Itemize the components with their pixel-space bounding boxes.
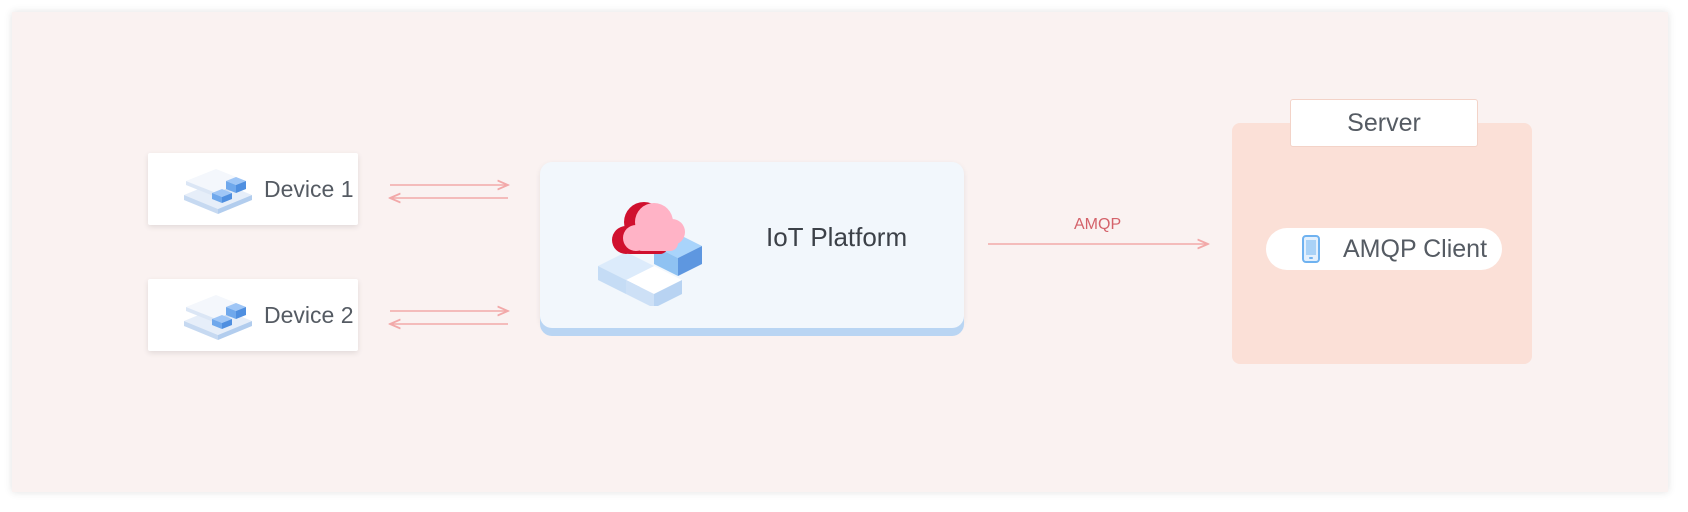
- device-2-label: Device 2: [264, 302, 354, 328]
- server-title: Server: [1290, 99, 1478, 147]
- amqp-client-pill: AMQP Client: [1266, 228, 1502, 270]
- device-stack-icon: [184, 169, 252, 214]
- amqp-connection-label: AMQP: [1074, 216, 1122, 233]
- device-2-box: Device 2: [148, 279, 358, 351]
- device-1-box: Device 1: [148, 153, 358, 225]
- cloud-platform-icon: [598, 202, 702, 306]
- device-1-label: Device 1: [264, 176, 354, 202]
- device-stack-icon: [184, 295, 252, 340]
- mobile-phone-icon: [1302, 235, 1320, 263]
- iot-platform-label: IoT Platform: [766, 222, 908, 252]
- amqp-client-label: AMQP Client: [1343, 235, 1488, 263]
- iot-platform-box: IoT Platform: [540, 162, 964, 328]
